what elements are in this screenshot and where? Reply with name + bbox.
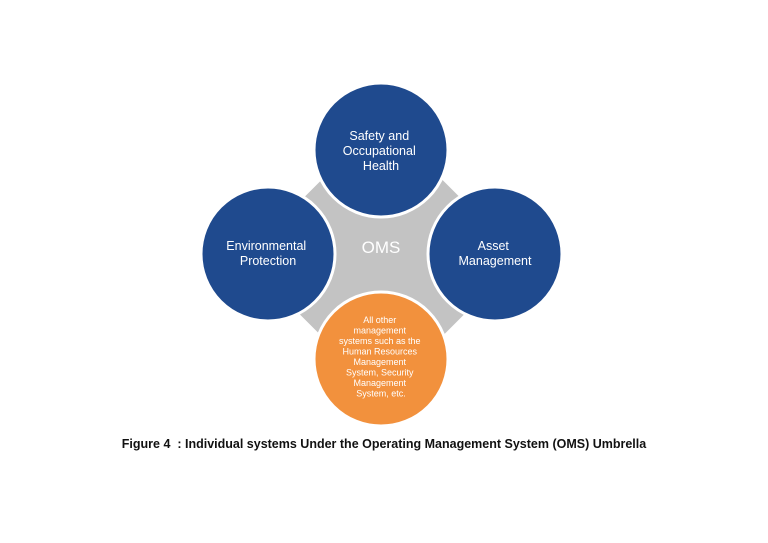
safety-health-label: Safety and Occupational Health — [343, 129, 419, 173]
figure-caption: Figure 4 : Individual systems Under the … — [121, 437, 647, 451]
other-systems-line: Management — [353, 357, 406, 367]
safety-health-line: Health — [363, 159, 399, 173]
environmental-protection-node — [199, 185, 337, 323]
other-systems-line: All other — [363, 315, 396, 325]
environmental-protection-line: Environmental — [226, 239, 306, 253]
asset-management-line: Asset — [478, 239, 510, 253]
other-systems-line: management — [353, 326, 406, 336]
other-systems-line: Human Resources — [342, 347, 417, 357]
other-systems-label: All other management systems such as the… — [339, 315, 423, 399]
asset-management-label: Asset Management — [459, 239, 532, 268]
other-systems-line: systems such as the — [339, 336, 421, 346]
other-systems-line: System, etc. — [356, 389, 406, 399]
other-systems-line: System, Security — [346, 368, 414, 378]
oms-center-label: OMS — [362, 238, 401, 257]
environmental-protection-label: Environmental Protection — [226, 239, 309, 268]
other-systems-line: Management — [353, 378, 406, 388]
safety-health-node — [312, 81, 450, 219]
other-systems-node — [312, 290, 450, 428]
asset-management-line: Management — [459, 254, 532, 268]
asset-management-node — [426, 185, 564, 323]
environmental-protection-line: Protection — [240, 254, 296, 268]
oms-hub — [257, 133, 507, 383]
safety-health-line: Safety and — [349, 129, 409, 143]
safety-health-line: Occupational — [343, 144, 416, 158]
